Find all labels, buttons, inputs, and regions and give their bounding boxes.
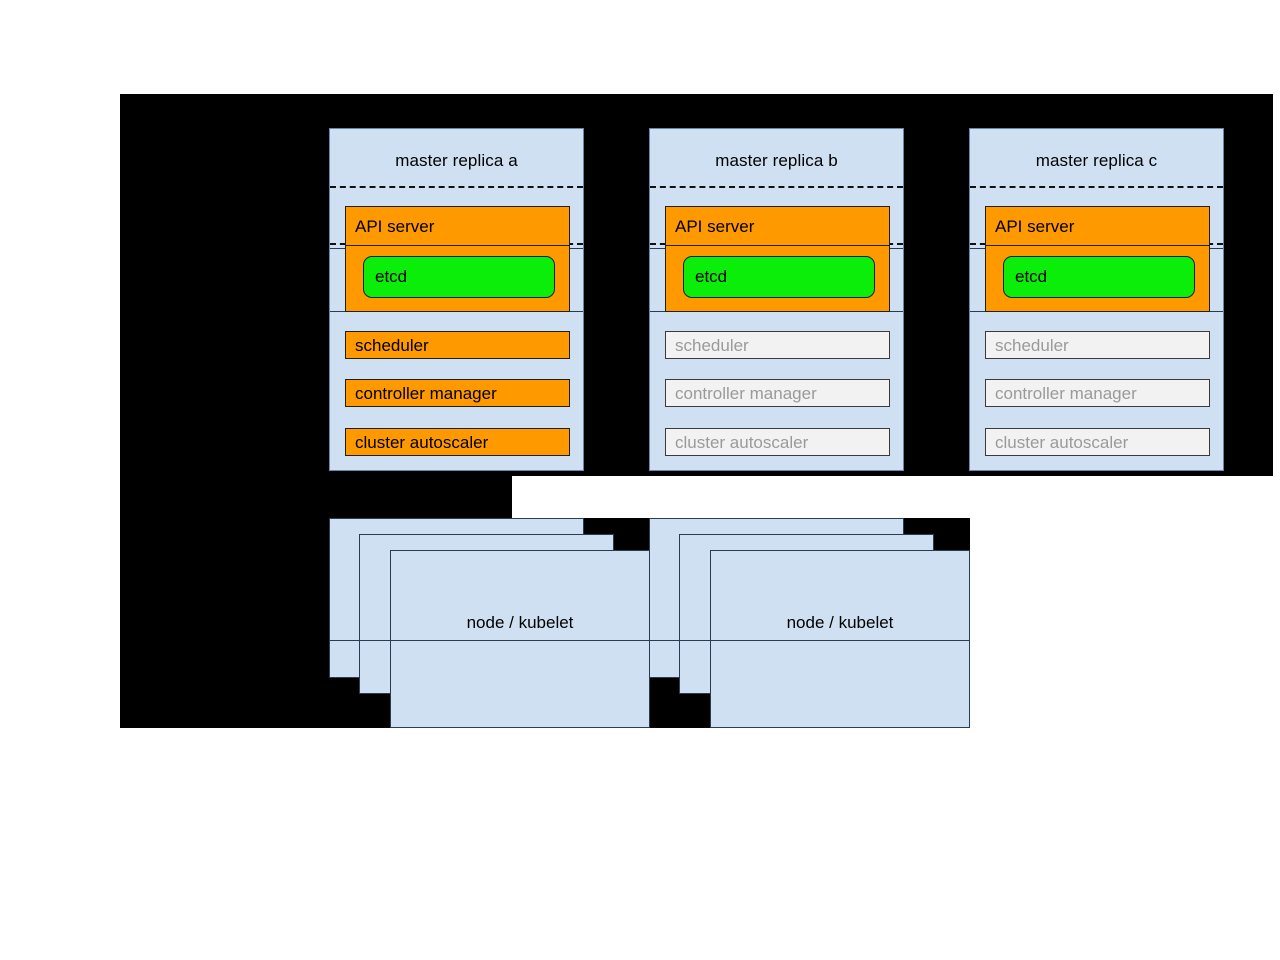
master-replica-c-title: master replica c	[1035, 151, 1158, 170]
replica-a-scheduler[interactable]: scheduler	[345, 331, 570, 359]
replica-c-controller-manager[interactable]: controller manager	[985, 379, 1210, 407]
replica-c-dash-top	[970, 186, 1223, 188]
replica-b-scheduler[interactable]: scheduler	[665, 331, 890, 359]
master-replica-b-title: master replica b	[715, 151, 838, 170]
replica-b-controller-manager[interactable]: controller manager	[665, 379, 890, 407]
replica-a-etcd[interactable]: etcd	[363, 256, 555, 298]
replica-b-dash-top	[650, 186, 903, 188]
replica-a-cluster-autoscaler[interactable]: cluster autoscaler	[345, 428, 570, 456]
replica-c-cluster-autoscaler[interactable]: cluster autoscaler	[985, 428, 1210, 456]
replica-c-api-server[interactable]: API server	[985, 206, 1210, 246]
master-replica-b[interactable]: master replica b API server etcd schedul…	[649, 128, 904, 471]
node-group-2-divider	[649, 640, 970, 641]
node-group-1-divider	[329, 640, 650, 641]
master-replica-a[interactable]: master replica a API server etcd schedul…	[329, 128, 584, 471]
node-group-1-front-card[interactable]: node / kubelet	[390, 550, 650, 728]
node-group-2-label: node / kubelet	[786, 613, 894, 632]
replica-b-etcd[interactable]: etcd	[683, 256, 875, 298]
replica-c-scheduler[interactable]: scheduler	[985, 331, 1210, 359]
replica-a-api-server[interactable]: API server	[345, 206, 570, 246]
master-replica-c[interactable]: master replica c API server etcd schedul…	[969, 128, 1224, 471]
replica-c-etcd[interactable]: etcd	[1003, 256, 1195, 298]
backdrop-midlink-left	[120, 476, 512, 518]
master-replica-a-title: master replica a	[395, 151, 518, 170]
replica-b-api-server[interactable]: API server	[665, 206, 890, 246]
node-group-2-front-card[interactable]: node / kubelet	[710, 550, 970, 728]
node-group-1-label: node / kubelet	[466, 613, 574, 632]
replica-a-controller-manager[interactable]: controller manager	[345, 379, 570, 407]
replica-a-dash-top	[330, 186, 583, 188]
replica-b-cluster-autoscaler[interactable]: cluster autoscaler	[665, 428, 890, 456]
